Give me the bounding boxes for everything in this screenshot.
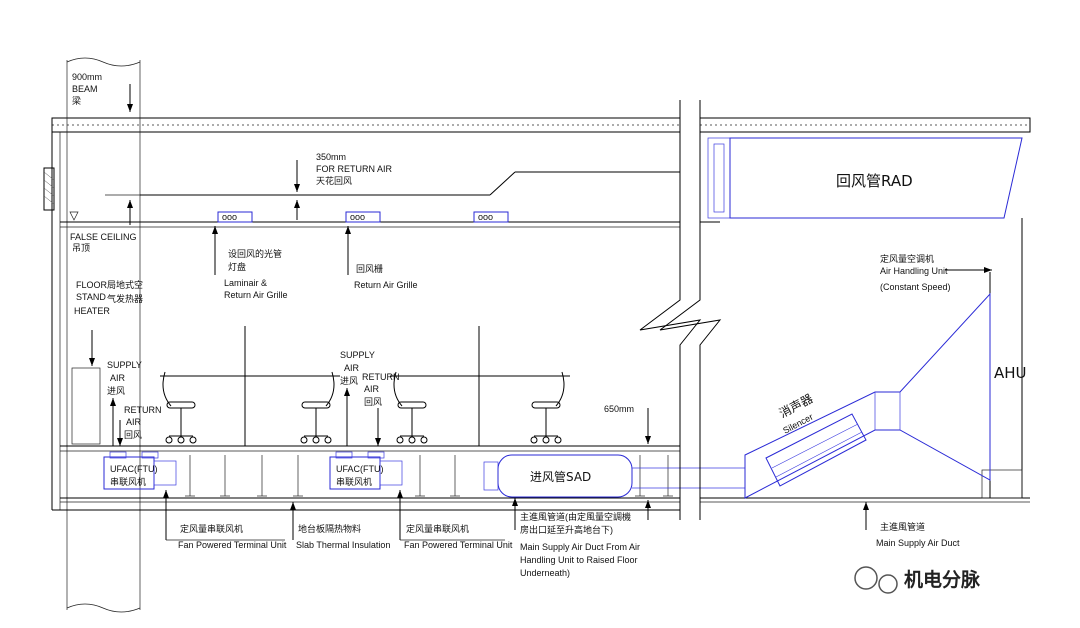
workstations [160,326,570,446]
silencer-duct: 消声器 Silencer [744,292,991,499]
slab-insulation-cn: 地台板隔热物料 [298,523,361,534]
heater-l1: FLOOR [76,280,108,290]
false-ceiling-label-en: FALSE CEILING [70,232,137,242]
watermark: 机电分脉 [854,566,981,594]
laminair-label: 设回风的光管 灯盘 Laminair & Return Air Grille [224,248,288,300]
ahu-label: AHU [994,364,1027,382]
ufac-mid-l1: UFAC(FTU) [336,464,384,474]
main-supply-duct-en: Main Supply Air Duct [876,538,960,548]
return-air-gap-l3: 天花回风 [316,175,352,186]
beam-label-line3: 梁 [72,95,81,106]
beam-label-line2: BEAM [72,84,98,94]
watermark-text: 机电分脉 [904,568,981,591]
return-grille-label: 回风栅 Return Air Grille [354,263,418,290]
raised-floor-height: 650mm [604,404,634,414]
raised-floor: 650mm [52,404,1030,520]
return-air-left: RETURN AIR 回风 [117,405,162,446]
supply-air-duct: 进风管SAD [483,454,745,498]
bottom-labels: 定风量串联风机 Fan Powered Terminal Unit 地台板隔热物… [178,511,960,578]
floor-heater: FLOOR STAND HEATER 局地式空 气发热器 [71,279,143,445]
main-supply-from-ahu-l2: 房出口延至升高地台下) [520,524,613,535]
return-left-l3: 回风 [124,430,142,440]
heater-l3: HEATER [74,306,110,316]
supply-mid-l3: 进风 [340,376,358,386]
supply-left-l1: SUPPLY [107,360,142,370]
laminair-l3: Laminair & [224,278,267,288]
ahu-unit-l1: 定风量空调机 [880,253,934,264]
ahu-unit-l3: (Constant Speed) [880,282,951,292]
return-mid-l1: RETURN [362,372,400,382]
return-air-duct: 回风管RAD [707,137,1023,219]
ufac-mid-l2: 串联风机 [336,476,372,487]
rad-label: 回风管RAD [836,172,913,190]
laminair-l2: 灯盘 [228,261,246,272]
supply-air-mid: SUPPLY AIR 进风 [340,350,375,446]
supply-mid-l2: AIR [344,363,360,373]
false-ceiling-label-cn: 吊顶 [72,243,90,253]
ceiling-grilles: ooo ooo ooo [212,211,509,275]
beam-label-line1: 900mm [72,72,102,82]
supply-left-l3: 进风 [107,386,125,396]
bottom-leaders [163,490,869,541]
return-air-mid: RETURN AIR 回风 [362,372,400,446]
fptu-right-cn: 定风量串联风机 [406,523,469,534]
sad-label: 进风管SAD [530,469,591,484]
ahu: AHU 定风量空调机 Air Handling Unit (Constant S… [880,218,1027,499]
beam-label: 900mm BEAM 梁 [72,72,102,106]
return-left-l2: AIR [126,417,142,427]
main-supply-from-ahu-l1: 主進風管道(由定風量空調機 [520,511,631,522]
ufac-unit-left: UFAC(FTU) 串联风机 [103,451,177,490]
svg-text:ooo: ooo [222,212,237,222]
return-mid-l2: AIR [364,384,380,394]
fptu-left-cn: 定风量串联风机 [180,523,243,534]
main-supply-from-ahu-l4: Handling Unit to Raised Floor [520,555,638,565]
beam-column [66,57,141,613]
break-line [639,100,722,520]
return-air-gap-l2: FOR RETURN AIR [316,164,393,174]
heater-l2: STAND [76,292,106,302]
main-supply-duct-cn: 主進風管道 [880,521,925,532]
return-grille-l2: Return Air Grille [354,280,418,290]
supply-air-left: SUPPLY AIR 进风 [107,360,142,446]
return-left-l1: RETURN [124,405,162,415]
laminair-l4: Return Air Grille [224,290,288,300]
return-air-plenum-line: 350mm FOR RETURN AIR 天花回风 [140,152,680,220]
svg-text:ooo: ooo [350,212,365,222]
chairs [162,371,565,444]
supply-left-l2: AIR [110,373,126,383]
return-air-gap-l1: 350mm [316,152,346,162]
heater-cn-l2: 气发热器 [107,293,143,304]
supply-mid-l1: SUPPLY [340,350,375,360]
svg-text:ooo: ooo [478,212,493,222]
main-supply-from-ahu-l3: Main Supply Air Duct From Air [520,542,640,552]
ahu-unit-l2: Air Handling Unit [880,266,948,276]
ceiling-slab [51,117,1031,133]
left-wall [43,118,61,510]
fptu-right-en: Fan Powered Terminal Unit [404,540,513,550]
slab-insulation-en: Slab Thermal Insulation [296,540,390,550]
return-grille-l1: 回风栅 [356,263,383,274]
ufac-left-l2: 串联风机 [110,476,146,487]
heater-cn-l1: 局地式空 [107,279,143,290]
return-mid-l3: 回风 [364,397,382,407]
laminair-l1: 设回风的光管 [228,248,282,259]
fptu-left-en: Fan Powered Terminal Unit [178,540,287,550]
ufac-unit-mid: UFAC(FTU) 串联风机 [329,451,403,490]
false-ceiling: FALSE CEILING 吊顶 [60,211,720,253]
main-supply-from-ahu-l5: Underneath) [520,568,570,578]
ufac-left-l1: UFAC(FTU) [110,464,158,474]
